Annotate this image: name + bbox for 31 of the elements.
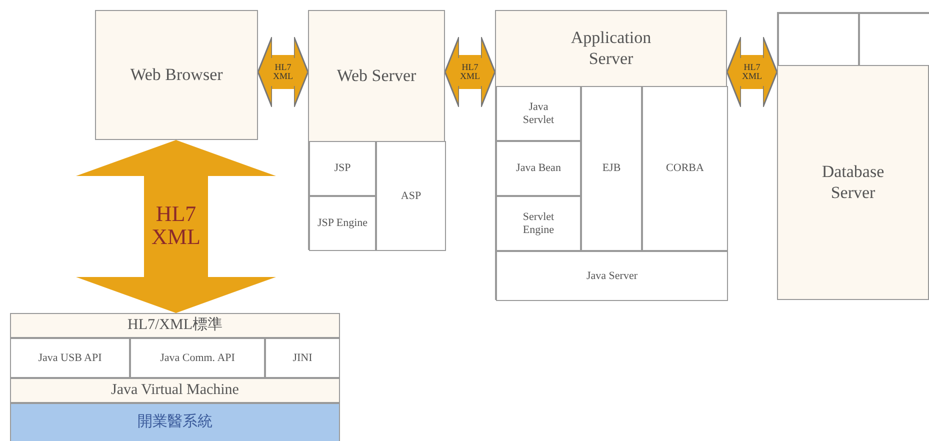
edge-label: HL7 XML xyxy=(455,58,485,86)
module-cell: Java Servlet xyxy=(496,86,581,141)
component-box xyxy=(495,10,727,300)
module-cell: JSP xyxy=(309,141,376,196)
edge-label: HL7 XML xyxy=(268,58,298,86)
double-arrow xyxy=(444,36,496,108)
module-cell xyxy=(859,13,929,66)
module-cell: CORBA xyxy=(642,86,728,251)
edge-label: HL7 XML xyxy=(737,58,767,86)
module-cell: EJB xyxy=(581,86,642,251)
box-heading: Database Server xyxy=(820,161,886,204)
double-arrow xyxy=(726,36,778,108)
component-box xyxy=(308,10,445,250)
module-cell: JINI xyxy=(265,338,340,378)
module-cell: Java Comm. API xyxy=(130,338,265,378)
layer-band: 開業醫系統 xyxy=(10,403,340,441)
module-cell: Java Bean xyxy=(496,141,581,196)
layer-band: Java Virtual Machine xyxy=(10,378,340,403)
module-cell xyxy=(778,13,859,66)
double-arrow xyxy=(76,140,276,313)
module-cell: JSP Engine xyxy=(309,196,376,251)
module-cell: Servlet Engine xyxy=(496,196,581,251)
layer-band: HL7/XML標準 xyxy=(10,313,340,338)
component-box: Web Browser xyxy=(95,10,258,140)
module-cell: Java USB API xyxy=(10,338,130,378)
box-heading: Web Server xyxy=(336,64,418,87)
module-cell: ASP xyxy=(376,141,446,251)
component-box xyxy=(777,12,929,300)
box-heading: Application Server xyxy=(570,27,652,70)
module-cell: Java Server xyxy=(496,251,728,301)
double-arrow xyxy=(257,36,309,108)
